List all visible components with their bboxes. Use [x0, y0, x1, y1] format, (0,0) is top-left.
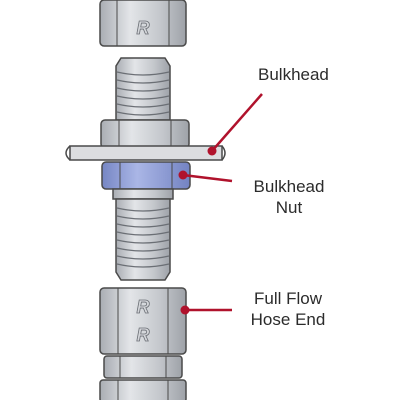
bulkhead-label: Bulkhead [258, 64, 329, 85]
bulkhead-nut-label-line-2: Nut [275, 198, 303, 217]
bulkhead-leader-line [211, 93, 263, 152]
top-hose-end: R [99, 0, 187, 47]
bulkhead-plate [65, 145, 226, 161]
hose-end-label-line-1: Full Flow [253, 289, 322, 308]
upper-threaded-stub [115, 57, 171, 121]
hose-end-label-line-2: Hose End [250, 310, 326, 329]
hose-end-leader-dot [180, 305, 190, 315]
bottom-hose-end: R R [99, 287, 187, 400]
lower-threads [116, 207, 170, 268]
lower-threaded-stub [112, 188, 174, 281]
nut-leader-dot [178, 170, 188, 180]
hose-end-label: Full Flow Hose End [242, 288, 334, 330]
hose-end-collar [103, 355, 183, 379]
nut-leader-line [182, 173, 233, 183]
bulkhead-nut-label: Bulkhead Nut [243, 176, 335, 218]
r-logo-icon: R [137, 18, 150, 38]
upper-body-hex [100, 119, 190, 149]
top-hose-end-hex [99, 0, 187, 47]
bulkhead-nut [101, 161, 191, 190]
bulkhead-leader-dot [207, 146, 217, 156]
bulkhead-label-line: Bulkhead [258, 65, 329, 84]
hose-end-hex [99, 287, 187, 355]
leader-lines [178, 93, 263, 315]
bulkhead-nut-label-line-1: Bulkhead [253, 177, 325, 196]
hose-end-socket [99, 379, 187, 400]
r-logo-icon: R [137, 297, 150, 317]
r-logo-icon: R [137, 325, 150, 345]
upper-threads [116, 71, 170, 116]
